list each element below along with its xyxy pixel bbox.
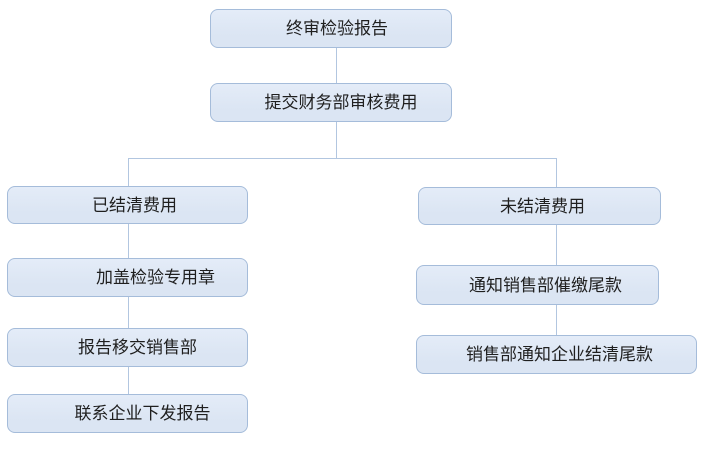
flow-node-label: 通知销售部催缴尾款 xyxy=(469,275,622,295)
flow-node-label: 提交财务部审核费用 xyxy=(264,93,418,112)
flow-node-final-inspection-report: 终审检验报告 xyxy=(210,9,452,48)
flow-node-submit-finance-fee-review: 提交财务部审核费用 xyxy=(210,83,452,122)
flow-node-notify-sales-collect-balance: 通知销售部催缴尾款 xyxy=(416,265,659,305)
flow-node-label: 终审检验报告 xyxy=(286,19,388,38)
edge-branch-to-fees-unsettled xyxy=(556,158,557,187)
flow-node-fees-settled: 已结清费用 xyxy=(7,186,248,224)
flow-node-stamp-inspection-seal: 加盖检验专用章 xyxy=(7,258,248,297)
flow-node-label: 报告移交销售部 xyxy=(78,338,197,357)
edge-stamp-seal-to-handover-sales xyxy=(128,297,129,328)
flow-node-label: 销售部通知企业结清尾款 xyxy=(466,345,653,364)
flow-node-label: 加盖检验专用章 xyxy=(96,268,215,287)
flow-node-fees-unsettled: 未结清费用 xyxy=(418,187,661,225)
flow-node-contact-enterprise-issue-report: 联系企业下发报告 xyxy=(7,394,248,433)
edge-handover-sales-to-contact-enterprise xyxy=(128,367,129,394)
edge-notify-sales-to-sales-notify-enterprise xyxy=(556,305,557,335)
flow-node-label: 未结清费用 xyxy=(500,196,585,216)
flow-node-label: 联系企业下发报告 xyxy=(74,404,211,423)
edge-fees-settled-to-stamp-seal xyxy=(128,224,129,258)
edge-final-report-to-submit-finance xyxy=(336,48,337,83)
flow-node-report-handover-sales: 报告移交销售部 xyxy=(7,328,248,367)
flow-node-sales-notify-enterprise-settle: 销售部通知企业结清尾款 xyxy=(416,335,697,374)
flow-node-label: 已结清费用 xyxy=(92,195,177,215)
edge-fees-unsettled-to-notify-sales xyxy=(556,225,557,265)
edge-branch-horizontal xyxy=(128,158,557,159)
edge-branch-to-fees-settled xyxy=(128,158,129,186)
edge-submit-finance-to-branch xyxy=(336,122,337,158)
